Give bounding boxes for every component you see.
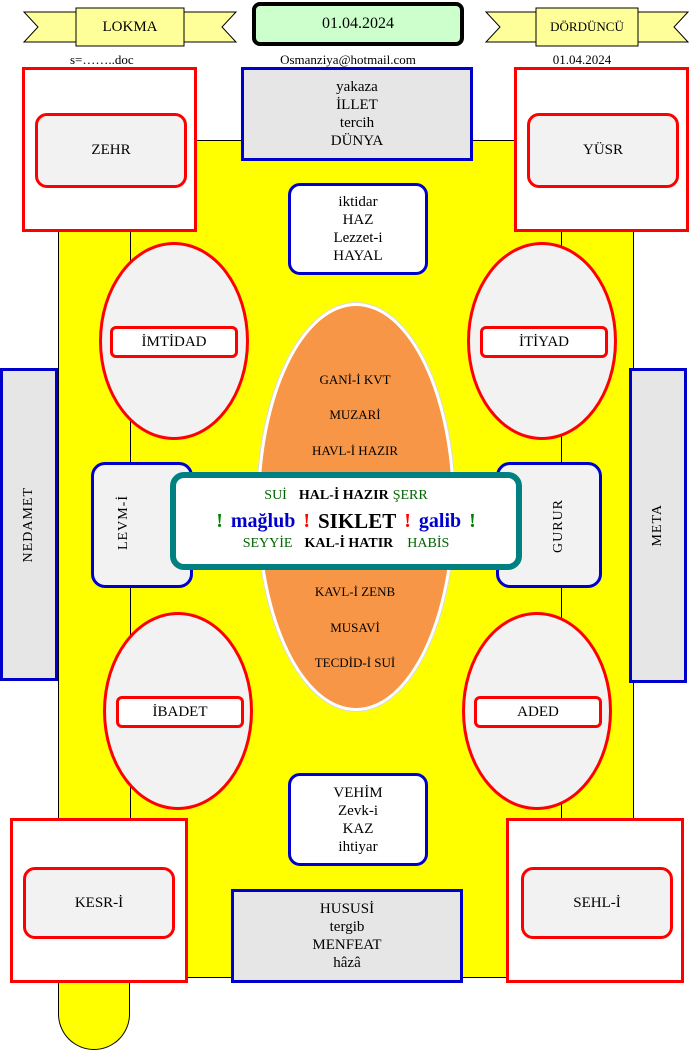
corner-top-right: YÜSR (514, 67, 689, 232)
top-box-line-3: tercih (339, 115, 375, 131)
side-bar-left-label: NEDAMET (21, 486, 36, 563)
row2-excl-2: ! (303, 509, 310, 532)
row2-excl-4: ! (469, 509, 476, 532)
corner-bottom-right-label: SEHL-İ (573, 894, 621, 911)
row2-excl-1: ! (216, 509, 223, 532)
ellipse-lower-left-label: İBADET (152, 703, 208, 720)
corner-bottom-right-inner: SEHL-İ (521, 867, 673, 939)
side-bar-left: NEDAMET (0, 368, 58, 681)
row3-c: HABİS (407, 536, 450, 551)
corner-bottom-left-label: KESR-İ (74, 894, 124, 911)
oval-lower-line-3: TECDİD-İ SUİ (314, 655, 396, 670)
center-box-row-3: SEYYİE KAL-İ HATIR HABİS (176, 535, 516, 553)
right-date: 01.04.2024 (552, 52, 612, 67)
lower-box-line-1: VEHİM (333, 784, 383, 801)
corner-top-left: ZEHR (22, 67, 197, 232)
left-ribbon-label: LOKMA (102, 18, 158, 35)
email: Osmanziya@hotmail.com (280, 52, 416, 67)
right-ribbon-label: DÖRDÜNCÜ (550, 19, 624, 34)
row3-b: KAL-İ HATIR (304, 536, 394, 551)
top-box: yakaza İLLET tercih DÜNYA (241, 67, 473, 161)
ellipse-upper-right-label: İTİYAD (519, 333, 569, 350)
oval-lower-line-1: KAVL-İ ZENB (314, 584, 396, 599)
corner-bottom-left-inner: KESR-İ (23, 867, 175, 939)
lower-box-line-4: ihtiyar (338, 838, 378, 855)
center-box: SUİ HAL-İ HAZIR ŞERR ! mağlub ! SIKLET !… (170, 472, 522, 570)
corner-top-right-inner: YÜSR (527, 113, 679, 188)
upper-box: iktidar HAZ Lezzet-i HAYAL (288, 183, 428, 275)
center-box-row-1: SUİ HAL-İ HAZIR ŞERR (176, 487, 516, 505)
right-ribbon-shape (484, 7, 689, 47)
left-ribbon-shape (22, 7, 238, 47)
bottom-box: HUSUSİ tergib MENFEAT hâzâ (231, 889, 463, 983)
corner-top-left-inner: ZEHR (35, 113, 187, 188)
ellipse-upper-right-label-box: İTİYAD (480, 326, 608, 358)
ellipse-upper-left: İMTİDAD (99, 242, 249, 440)
upper-box-line-1: iktidar (338, 194, 378, 210)
oval-lower-line-2: MUSAVİ (330, 620, 380, 635)
row1-b: HAL-İ HAZIR (298, 488, 389, 503)
row2-c: galib (418, 509, 462, 532)
lower-box: VEHİM Zevk-i KAZ ihtiyar (288, 773, 428, 866)
lower-box-line-2: Zevk-i (338, 802, 378, 819)
row3-a: SEYYİE (242, 536, 293, 551)
oval-upper-line-2: MUZARİ (329, 407, 381, 422)
date-box: 01.04.2024 (252, 2, 464, 46)
corner-bottom-left: KESR-İ (10, 818, 188, 983)
ellipse-upper-left-label-box: İMTİDAD (110, 326, 238, 358)
row2-a: mağlub (230, 509, 296, 532)
bottom-box-line-3: MENFEAT (312, 937, 382, 953)
file-name: s=……..doc (70, 52, 134, 67)
ellipse-upper-right: İTİYAD (467, 242, 617, 440)
row1-a: SUİ (264, 488, 287, 503)
oval-upper-line-3: HAVL-İ HAZIR (311, 443, 399, 458)
row2-excl-3: ! (404, 509, 411, 532)
ellipse-lower-right-label-box: ADED (474, 696, 602, 728)
lower-box-line-3: KAZ (342, 820, 374, 837)
side-bar-right-label: META (650, 504, 665, 547)
side-box-right-label: GURUR (551, 499, 566, 554)
ellipse-lower-left-label-box: İBADET (116, 696, 244, 728)
top-box-line-2: İLLET (336, 97, 378, 113)
date-text: 01.04.2024 (322, 15, 394, 32)
top-box-line-1: yakaza (336, 79, 378, 95)
oval-upper-line-1: GANİ-İ KVT (319, 372, 391, 387)
ellipse-lower-right-label: ADED (517, 703, 559, 720)
bottom-box-line-4: hâzâ (333, 955, 361, 971)
upper-box-line-2: HAZ (342, 212, 374, 228)
yellow-bottom-tab (58, 975, 130, 1050)
center-box-row-2: ! mağlub ! SIKLET ! galib ! (176, 508, 516, 534)
ellipse-lower-left: İBADET (103, 612, 253, 810)
corner-top-right-label: YÜSR (582, 142, 623, 158)
bottom-box-line-1: HUSUSİ (319, 901, 375, 917)
side-box-left-label: LEVM-İ (116, 495, 131, 550)
row2-b: SIKLET (318, 508, 397, 533)
row1-c: ŞERR (392, 488, 428, 503)
upper-box-line-3: Lezzet-i (333, 230, 383, 246)
side-bar-right: META (629, 368, 687, 683)
ellipse-lower-right: ADED (462, 612, 612, 810)
bottom-box-line-2: tergib (329, 919, 365, 935)
top-box-line-4: DÜNYA (330, 133, 384, 149)
ellipse-upper-left-label: İMTİDAD (141, 333, 207, 350)
corner-bottom-right: SEHL-İ (506, 818, 684, 983)
corner-top-left-label: ZEHR (91, 142, 131, 158)
upper-box-line-4: HAYAL (333, 248, 383, 264)
